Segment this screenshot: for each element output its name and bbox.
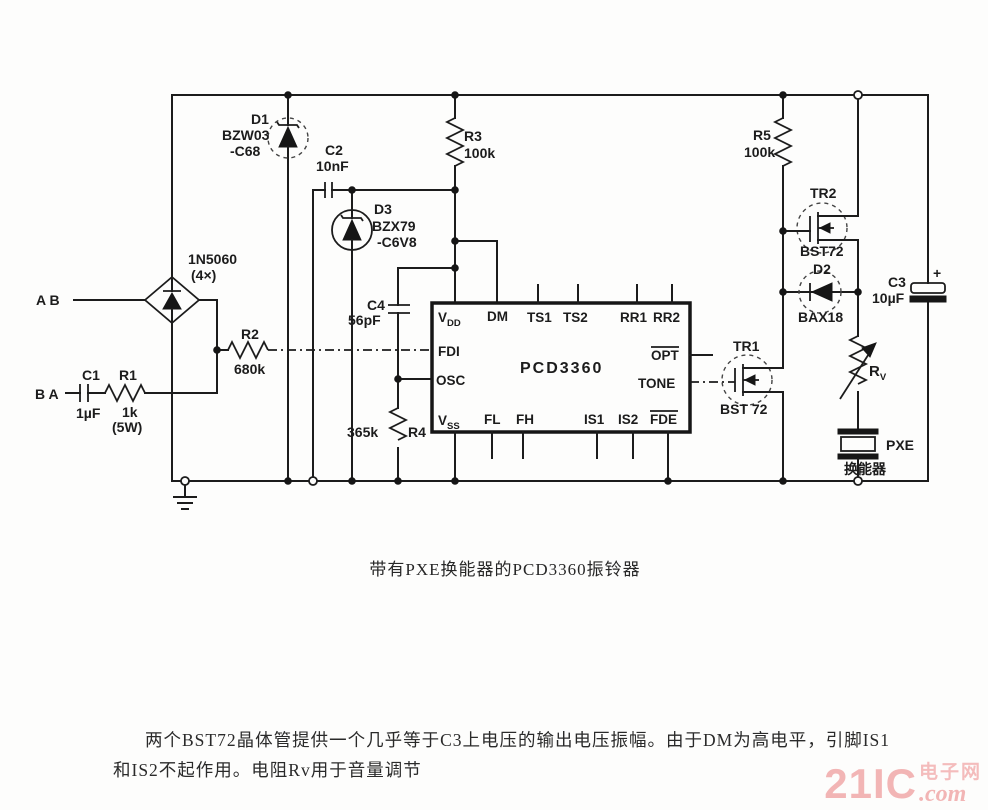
label-ab: A B [36, 292, 60, 308]
label-r1-power: (5W) [112, 419, 142, 435]
resistor-r1: R1 1k (5W) [104, 367, 218, 435]
resistor-r2: R2 680k [216, 326, 269, 377]
pin-fh: FH [516, 412, 534, 427]
d1-circle [267, 117, 309, 159]
description-line-2: 和IS2不起作用。电阻Rv用于音量调节 [113, 760, 422, 780]
pin-tone: TONE [638, 376, 675, 391]
mosfet-tr2: TR2 BST72 [782, 94, 859, 293]
pin-ts2: TS2 [563, 310, 588, 325]
pin-fl: FL [484, 412, 501, 427]
watermark-cn-text: 电子网 [918, 762, 982, 783]
capacitor-c2: C2 10nF [312, 142, 353, 482]
label-tr1-part: BST 72 [720, 401, 768, 417]
potentiometer-rv: RV [839, 291, 887, 430]
label-r3-ref: R3 [464, 128, 482, 144]
label-d2-ref: D2 [813, 261, 831, 277]
pin-rr2: RR2 [653, 310, 680, 325]
label-rv-ref: RV [869, 363, 887, 383]
capacitor-c4: C4 56pF [348, 267, 456, 380]
label-c3-polarity: + [933, 265, 941, 281]
label-r1-value: 1k [122, 404, 138, 420]
watermark-21ic: 21IC 电子网 .com [824, 760, 982, 807]
pin-vss: VSS [438, 413, 460, 432]
label-bridge-qty: (4×) [191, 267, 216, 283]
pin-ts1: TS1 [527, 310, 552, 325]
label-r4-ref: R4 [408, 424, 426, 440]
label-c1-ref: C1 [82, 367, 100, 383]
label-d1-suffix: -C68 [230, 143, 261, 159]
label-c3-value: 10µF [872, 290, 905, 306]
pin-rr1: RR1 [620, 310, 647, 325]
label-ba: B A [35, 386, 59, 402]
watermark-com-text: .com [918, 781, 967, 807]
resistor-r5: R5 100k [744, 94, 794, 293]
dm-tie-wire [454, 240, 498, 304]
label-c1-value: 1µF [76, 405, 101, 421]
diode-d2: D2 BAX18 [782, 261, 859, 325]
label-tr1-ref: TR1 [733, 338, 760, 354]
watermark-21ic-text: 21IC [824, 760, 917, 807]
label-r5-ref: R5 [753, 127, 771, 143]
pin-osc: OSC [436, 373, 466, 388]
pin-is1: IS1 [584, 412, 605, 427]
pin-fde: FDE [650, 412, 677, 427]
pin-is2: IS2 [618, 412, 638, 427]
label-r2-ref: R2 [241, 326, 259, 342]
resistor-r3: R3 100k [444, 94, 495, 304]
label-pxe-cn: 换能器 [844, 461, 887, 477]
input-line-ab: A B [36, 292, 146, 308]
label-d1-ref: D1 [251, 111, 269, 127]
description-line-1: 两个BST72晶体管提供一个几乎等于C3上电压的输出电压振幅。由于DM为高电平，… [145, 730, 891, 750]
mosfet-tr1: TR1 BST 72 [720, 291, 784, 482]
power-rails [171, 94, 929, 482]
pin-dm: DM [487, 309, 508, 324]
input-line-ba: B A [35, 386, 81, 402]
label-d3-ref: D3 [374, 201, 392, 217]
label-tr2-part: BST72 [800, 243, 844, 259]
ic-name: PCD3360 [520, 360, 603, 377]
pxe-transducer: PXE 换能器 [837, 428, 914, 482]
label-d3-part: BZX79 [372, 218, 416, 234]
label-d1-part: BZW03 [222, 127, 270, 143]
resistor-r4: 365k R4 [347, 378, 426, 482]
label-pxe: PXE [886, 437, 914, 453]
d3-circle [331, 209, 373, 251]
label-bridge-part: 1N5060 [188, 251, 237, 267]
pin-opt: OPT [651, 348, 680, 363]
label-r4-value: 365k [347, 424, 378, 440]
label-r1-ref: R1 [119, 367, 137, 383]
label-d2-part: BAX18 [798, 309, 843, 325]
label-tr2-ref: TR2 [810, 185, 837, 201]
pin-vdd: VDD [438, 310, 461, 329]
label-c2-ref: C2 [325, 142, 343, 158]
label-r5-value: 100k [744, 144, 775, 160]
label-c4-value: 56pF [348, 312, 381, 328]
ic-pcd3360: PCD3360 VDD DM TS1 TS2 RR1 RR2 FDI OSC O… [430, 284, 713, 482]
ic-pin-stubs [454, 284, 713, 482]
label-r2-value: 680k [234, 361, 265, 377]
label-c3-ref: C3 [888, 274, 906, 290]
label-c4-ref: C4 [367, 297, 385, 313]
bridge-right-branch [198, 299, 218, 394]
zener-d3: D3 BZX79 -C6V8 [331, 189, 417, 482]
zener-d1: D1 BZW03 -C68 [222, 94, 309, 482]
bridge-rectifier-1n5060: 1N5060 (4×) [143, 251, 237, 325]
capacitor-c3: + C3 10µF [872, 265, 947, 306]
figure-caption: 带有PXE换能器的PCD3360振铃器 [369, 560, 641, 579]
capacitor-c1: C1 1µF [76, 367, 106, 421]
junction-dots [180, 90, 863, 486]
label-r3-value: 100k [464, 145, 495, 161]
label-d3-suffix: -C6V8 [377, 234, 417, 250]
pin-fdi: FDI [438, 344, 460, 359]
label-c2-value: 10nF [316, 158, 349, 174]
